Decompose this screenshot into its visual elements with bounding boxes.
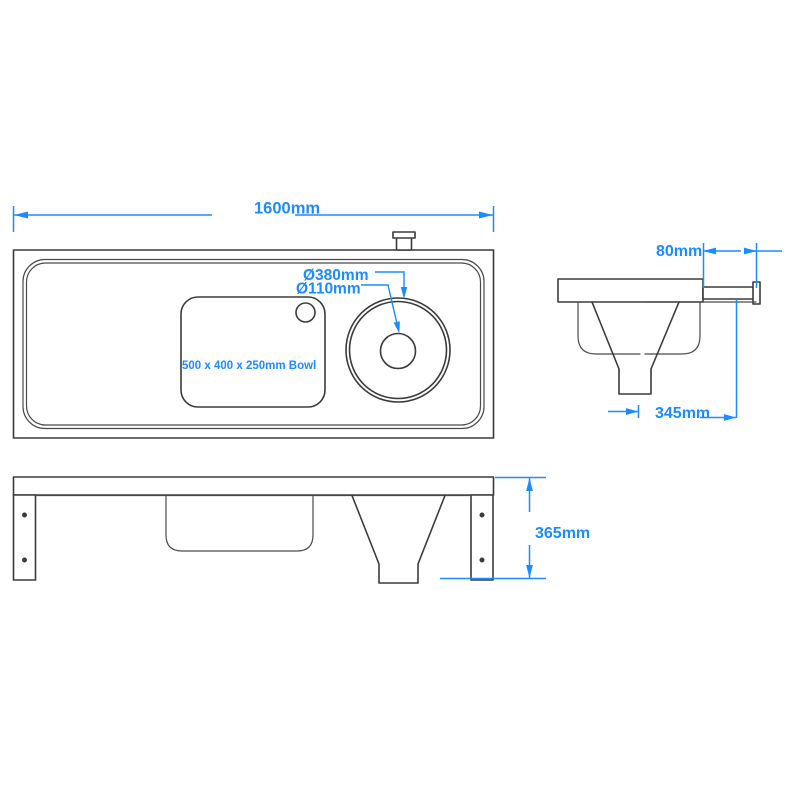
plan-bowl-waste-hole	[295, 302, 316, 323]
leader-dia-110-path	[361, 284, 399, 329]
screw-hole-right-upper	[479, 512, 485, 518]
plan-waste-bowl-outer-ring	[345, 297, 451, 403]
label-depth-345: 345mm	[655, 405, 710, 422]
plan-deck-roll-inner	[25, 262, 482, 426]
plan-deck-roll-outer	[22, 258, 485, 430]
front-funnel-profile	[351, 494, 446, 584]
plan-waste-bowl-inner-ring	[348, 300, 448, 400]
leader-dia-380-path	[375, 271, 405, 294]
label-tap-projection: 80mm	[656, 243, 702, 260]
front-bracket-right	[470, 494, 494, 581]
label-dia-110: Ø110mm	[296, 281, 361, 298]
arrowhead-left	[14, 211, 28, 219]
label-dia-380: Ø380mm	[303, 267, 368, 284]
plan-bowl-rect	[180, 296, 326, 408]
arrow-345-left	[626, 408, 638, 415]
label-overall-width: 1600mm	[254, 200, 320, 218]
plan-tap-stem	[395, 236, 413, 251]
leader-dia-110-arrow	[393, 321, 400, 334]
leader-dia-110	[361, 284, 400, 334]
front-view-group: 365mm	[12, 476, 590, 584]
dimension-depth-345: 345mm	[608, 300, 738, 422]
dimension-tap-projection: 80mm	[656, 243, 782, 288]
front-deck-slab	[12, 476, 495, 496]
side-tap-pipe	[702, 286, 757, 300]
front-bowl-profile	[165, 494, 314, 552]
plan-waste-outlet-circle	[379, 332, 417, 370]
front-bracket-left	[12, 494, 37, 581]
leader-dia-380-arrow	[400, 287, 408, 299]
plan-tap-assembly	[392, 231, 416, 251]
arrow-80mm-left	[703, 247, 716, 255]
screw-hole-right-lower	[479, 557, 485, 563]
side-funnel-profile	[591, 301, 680, 395]
dimension-height-365: 365mm	[440, 476, 590, 580]
side-view-group: 80mm 345mm	[557, 243, 782, 422]
plan-view-group: 1600mm Ø380mm Ø110mm 500 x 400 x 250mm B…	[12, 200, 495, 439]
screw-hole-left-lower	[21, 557, 27, 563]
side-bowl-left-profile	[577, 301, 641, 355]
plan-deck-outer	[12, 249, 495, 439]
screw-hole-left-upper	[21, 512, 27, 518]
arrow-365-bottom	[526, 565, 533, 578]
arrow-365-top	[526, 478, 533, 491]
side-bowl-right-profile	[644, 301, 701, 355]
label-bowl-spec: 500 x 400 x 250mm Bowl	[182, 360, 316, 372]
leader-dia-380	[375, 271, 408, 299]
label-height-365: 365mm	[535, 525, 590, 542]
plan-tap-cap	[392, 231, 416, 239]
arrow-80mm-right	[744, 247, 757, 255]
arrow-345-right	[724, 414, 736, 421]
side-deck-slab	[557, 278, 704, 303]
arrowhead-right	[479, 211, 493, 219]
dimension-overall-width	[12, 206, 495, 232]
